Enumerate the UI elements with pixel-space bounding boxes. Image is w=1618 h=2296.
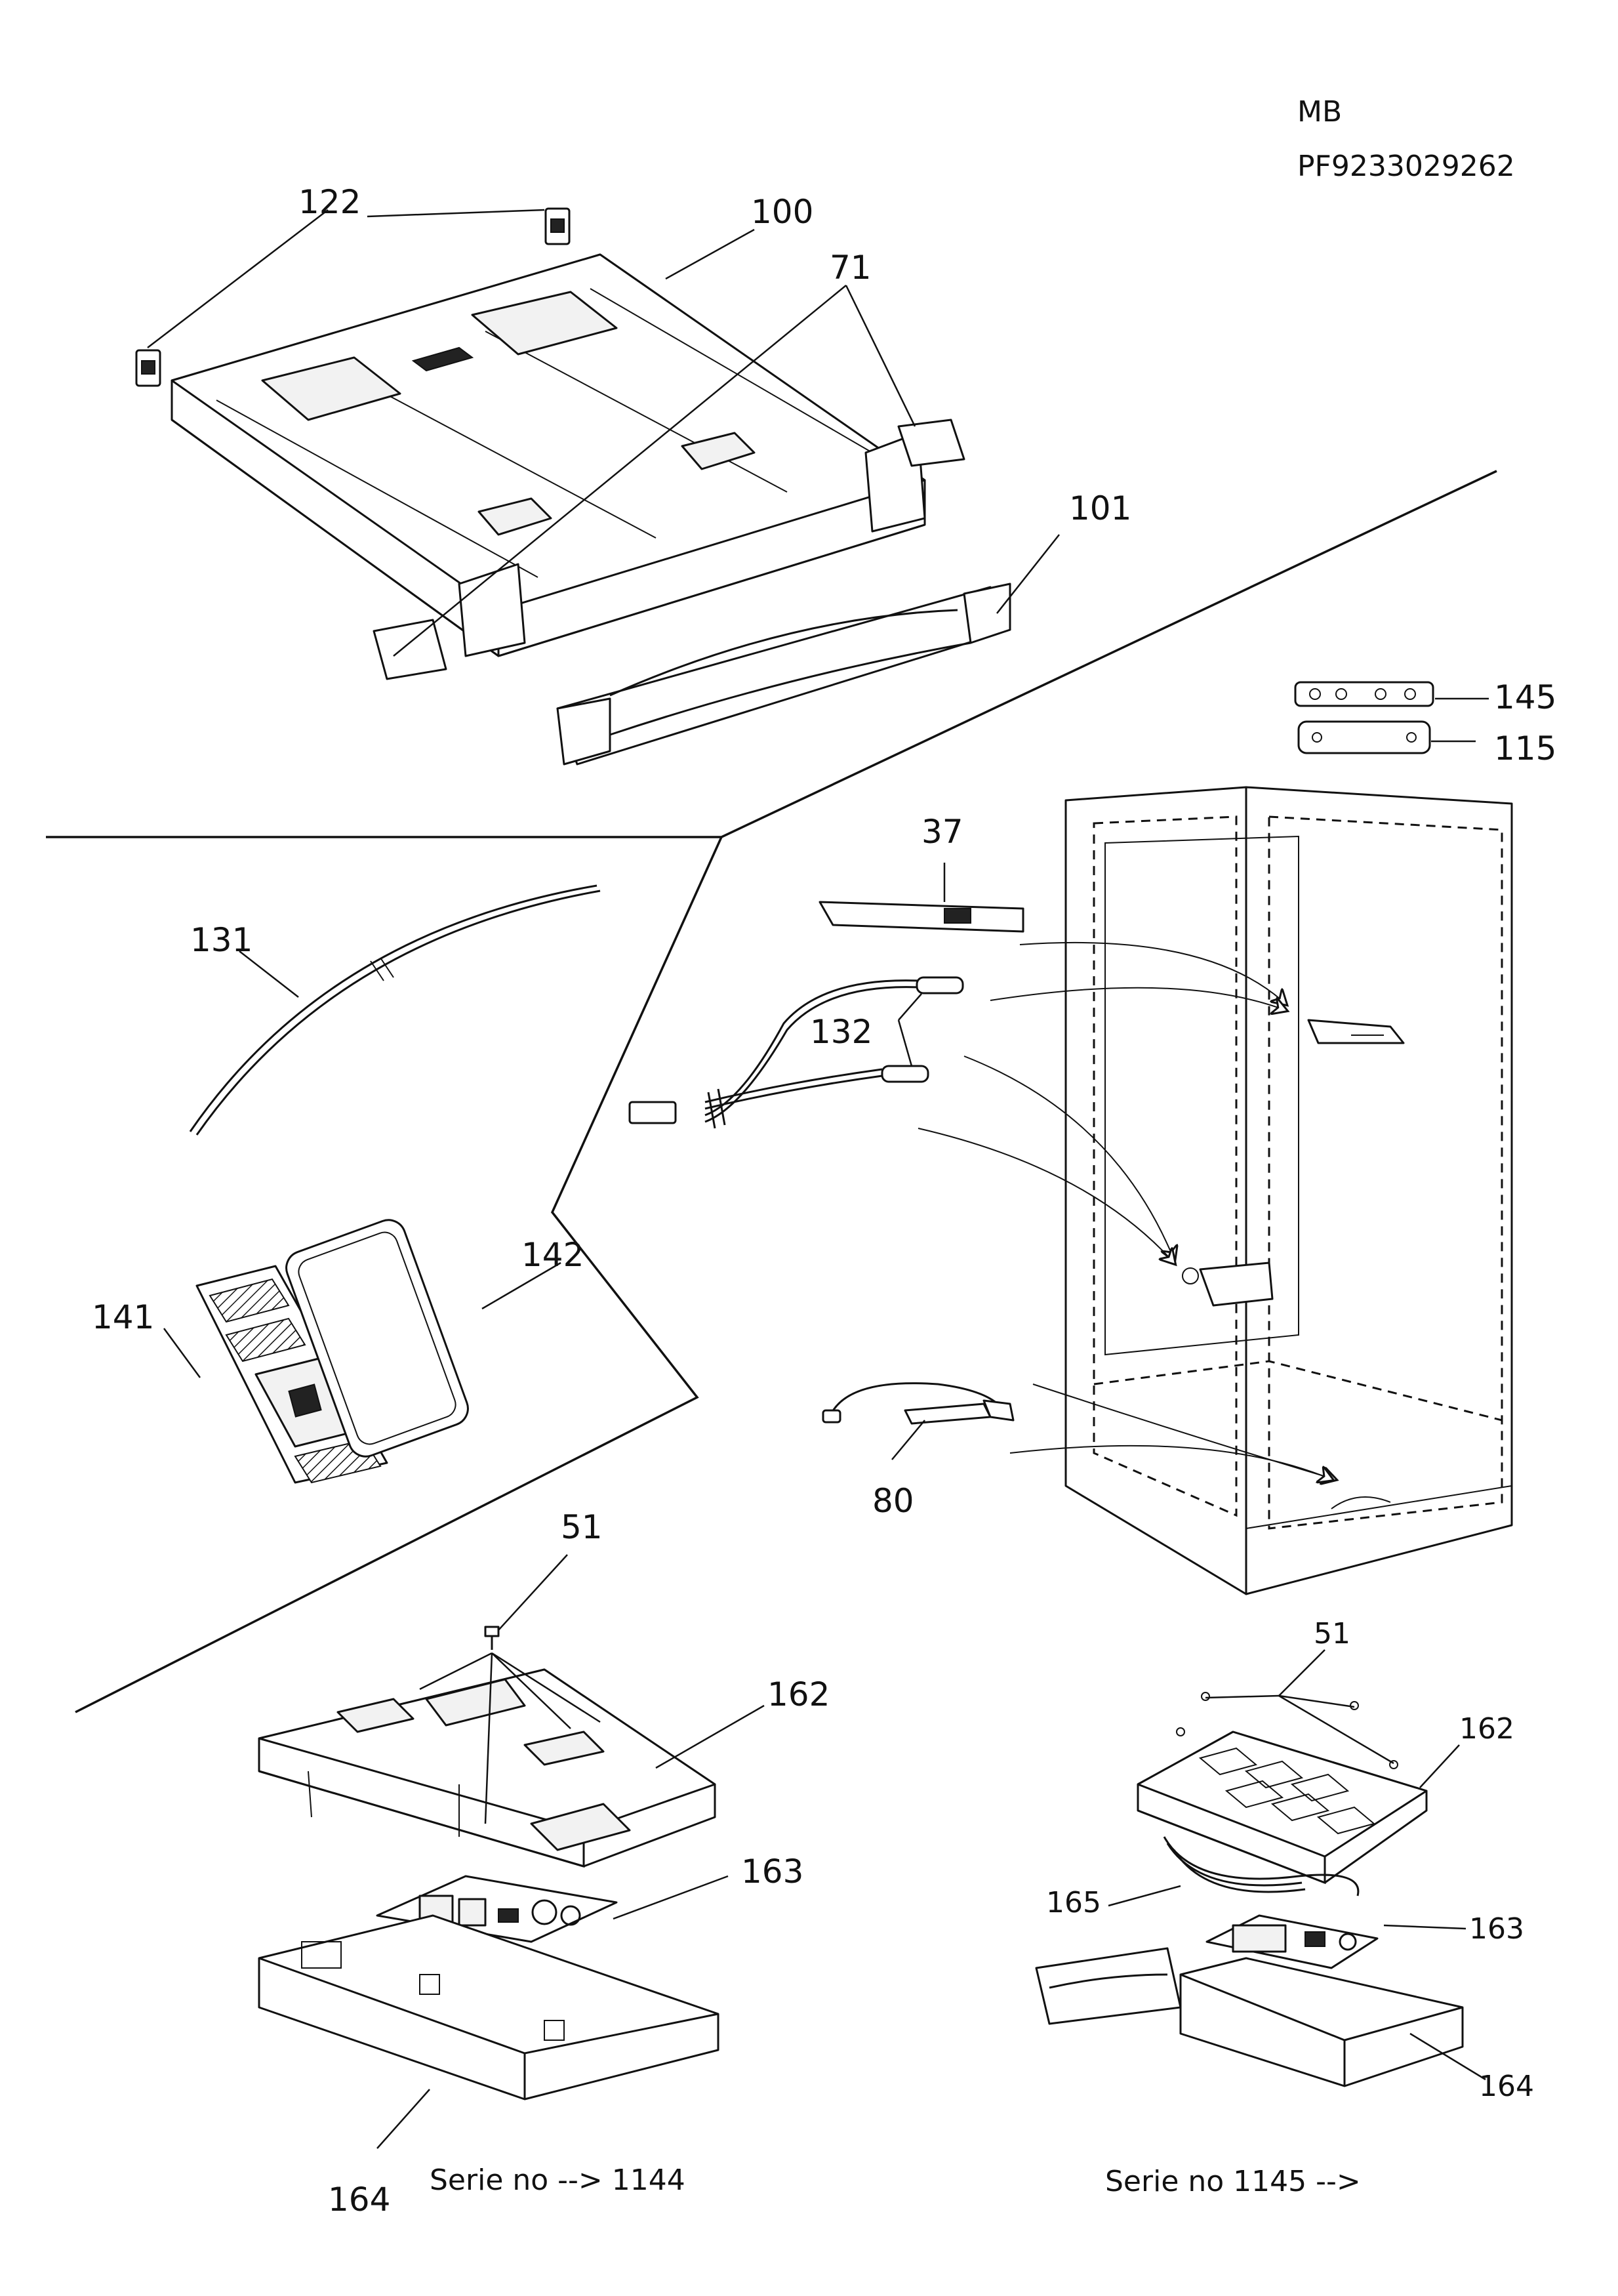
callout-145: 145 [1494, 678, 1556, 716]
callout-163-right: 163 [1469, 1912, 1524, 1946]
section-dividers [46, 470, 1497, 1713]
model-code: MB [1297, 95, 1342, 129]
screw-51-left [484, 1626, 500, 1650]
callout-141: 141 [92, 1298, 154, 1336]
callout-101: 101 [1069, 489, 1131, 527]
callout-165-right: 165 [1046, 1886, 1101, 1919]
caption-series-right: Serie no 1145 --> [1105, 2165, 1361, 2198]
base-164-right [1035, 1947, 1464, 2087]
temperature-sensor-132 [628, 976, 964, 1129]
callout-162-right: 162 [1459, 1712, 1514, 1746]
callout-122: 122 [298, 183, 361, 221]
top-cover-100 [171, 253, 926, 657]
plate-115 [1297, 720, 1431, 754]
leader-lines [147, 209, 1489, 2149]
clip-122-right [544, 207, 571, 245]
base-164-left [258, 1914, 719, 2101]
sensor-cover-37 [819, 901, 1024, 933]
callout-132: 132 [810, 1013, 872, 1051]
assembly-arrows [918, 941, 1335, 1479]
callout-164-right: 164 [1479, 2070, 1534, 2103]
callout-162-left: 162 [767, 1675, 830, 1713]
callout-labels: 122 100 71 101 145 115 37 131 132 142 14… [92, 183, 1556, 2219]
callout-100: 100 [751, 193, 813, 231]
bottom-sensor-80 [822, 1382, 1015, 1425]
callout-80: 80 [872, 1482, 914, 1520]
callout-71: 71 [830, 249, 872, 287]
callout-164-left: 164 [328, 2181, 390, 2219]
cover-142 [285, 1219, 469, 1458]
caption-series-left: Serie no --> 1144 [430, 2163, 685, 2197]
part-number: PF9233029262 [1297, 150, 1515, 183]
pad-71-left [373, 619, 447, 680]
housing-141 [195, 1265, 388, 1484]
pad-71-right [897, 419, 965, 467]
clip-122-left [135, 349, 161, 387]
callout-131: 131 [190, 921, 253, 959]
wire-131 [189, 884, 601, 1136]
plate-145 [1294, 681, 1434, 707]
wire-inside-bottom [1331, 1496, 1391, 1509]
sensor-holder-inside [1307, 1019, 1405, 1044]
callout-51-right: 51 [1314, 1617, 1350, 1650]
callout-51-left: 51 [561, 1508, 603, 1546]
lid-162-right [1137, 1731, 1428, 1885]
wire-harness-165 [1163, 1836, 1360, 1896]
cabinet [1064, 786, 1513, 1595]
pcb-163-right [1205, 1914, 1379, 1969]
callout-115: 115 [1494, 729, 1556, 768]
callout-37: 37 [921, 813, 963, 851]
screws-51-right [1176, 1692, 1398, 1769]
callout-163-left: 163 [741, 1853, 803, 1891]
callout-142: 142 [521, 1236, 584, 1274]
handle-strip-101 [556, 583, 1011, 766]
sensor-bracket-inside [1182, 1261, 1274, 1307]
